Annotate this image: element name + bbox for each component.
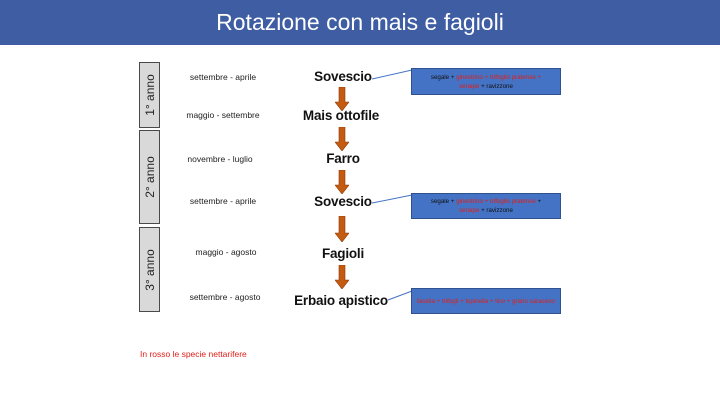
note-2-part-2: ginestrino + trifoglio pratense bbox=[456, 198, 536, 205]
down-arrow-4 bbox=[335, 216, 349, 242]
connector-line-2 bbox=[371, 194, 413, 204]
period-1: settembre - aprile bbox=[189, 72, 257, 82]
year-box-3: 3° anno bbox=[139, 227, 160, 312]
note-1-part-4: senape bbox=[459, 82, 480, 90]
stage-1: Sovescio bbox=[314, 69, 372, 84]
note-1-part-1: segale + bbox=[430, 73, 457, 81]
year-box-2: 2° anno bbox=[139, 130, 160, 224]
note-box-3: facelia + trifogli + lupinella + lino + … bbox=[411, 288, 561, 314]
note-1-part-2: ginestrino + trifoglio pratense + bbox=[456, 73, 542, 81]
stage-5: Fagioli bbox=[321, 246, 365, 261]
down-arrow-2 bbox=[335, 127, 349, 151]
note-1-part-5: + ravizzone bbox=[479, 82, 513, 90]
year-box-1: 1° anno bbox=[139, 62, 160, 128]
note-box-2: segale + ginestrino + trifoglio pratense… bbox=[411, 193, 561, 219]
note-2-part-3: + bbox=[535, 198, 542, 205]
stage-3: Farro bbox=[326, 151, 360, 166]
down-arrow-3 bbox=[335, 170, 349, 194]
stage-4: Sovescio bbox=[314, 194, 372, 209]
note-box-1: segale + ginestrino + trifoglio pratense… bbox=[411, 68, 561, 95]
stage-6: Erbaio apistico bbox=[294, 293, 388, 308]
period-4: settembre - aprile bbox=[189, 196, 257, 206]
footnote-nectar-species: In rosso le specie nettarifere bbox=[140, 349, 247, 359]
period-3: novembre - luglio bbox=[187, 154, 253, 164]
period-6: settembre - agosto bbox=[189, 292, 261, 302]
period-2: maggio - settembre bbox=[186, 110, 260, 120]
down-arrow-5 bbox=[335, 265, 349, 289]
connector-line-1 bbox=[371, 69, 413, 80]
note-2-part-4: senape bbox=[459, 207, 480, 214]
period-5: maggio - agosto bbox=[195, 247, 257, 257]
note-3-part-1: facelia + trifogli + lupinella + lino + … bbox=[417, 297, 555, 305]
stage-2: Mais ottofile bbox=[302, 108, 380, 123]
note-2-part-1: segale + bbox=[430, 198, 457, 205]
connector-line-3 bbox=[387, 290, 413, 301]
note-2-part-5: + ravizzone bbox=[479, 207, 513, 214]
slide-title: Rotazione con mais e fagioli bbox=[0, 0, 720, 45]
down-arrow-1 bbox=[335, 87, 349, 111]
